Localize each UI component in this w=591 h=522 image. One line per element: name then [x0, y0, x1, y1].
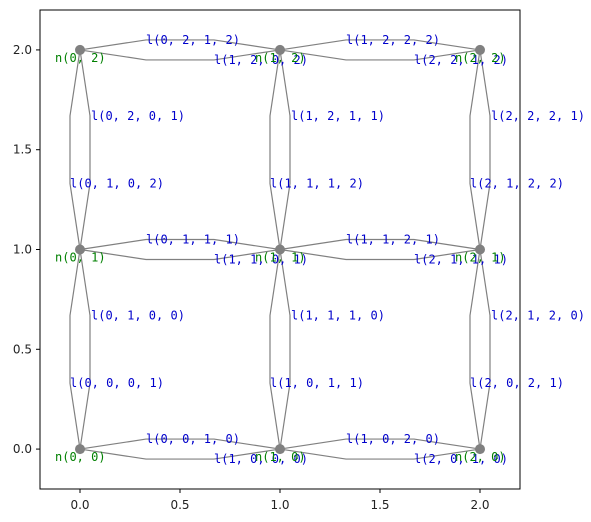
- edge-label: l(1, 1, 1, 2): [270, 177, 364, 191]
- nodes-layer: [75, 44, 485, 455]
- y-tick-label: 0.0: [13, 442, 32, 456]
- ticks-layer: 0.0 0.5 1.0 1.5 2.0 0.0 0.5 1.0 1.5 2.0: [13, 43, 490, 512]
- edge-line: [469, 49, 481, 250]
- edge-label: l(1, 2, 2, 2): [346, 33, 440, 47]
- y-tick-label: 1.0: [13, 243, 32, 257]
- edges-layer: [69, 39, 491, 460]
- node-marker: [275, 444, 285, 455]
- node-label: n(1, 1): [255, 251, 306, 265]
- edge-label: l(1, 2, 1, 1): [291, 109, 385, 123]
- edge-line: [269, 49, 281, 250]
- edge-label: l(1, 1, 2, 1): [346, 233, 440, 247]
- node-marker: [75, 44, 85, 55]
- edge-line: [279, 248, 481, 261]
- node-label: n(1, 2): [255, 51, 306, 65]
- edge-line: [279, 49, 291, 250]
- edge-line: [79, 238, 281, 251]
- node-label: n(2, 0): [455, 450, 506, 464]
- x-tick-label: 1.0: [270, 498, 289, 512]
- edge-label: l(0, 0, 1, 0): [146, 432, 240, 446]
- node-marker: [475, 244, 485, 255]
- edge-line: [269, 249, 281, 450]
- edge-label: l(2, 1, 2, 0): [491, 308, 585, 322]
- y-tick-label: 2.0: [13, 43, 32, 57]
- edge-label: l(1, 0, 2, 0): [346, 432, 440, 446]
- x-tick-label: 2.0: [470, 498, 489, 512]
- node-label: n(2, 1): [455, 251, 506, 265]
- edge-label: l(1, 1, 1, 0): [291, 308, 385, 322]
- edge-line: [69, 49, 81, 250]
- node-label: n(0, 0): [55, 450, 106, 464]
- node-marker: [275, 244, 285, 255]
- edge-line: [279, 438, 481, 450]
- node-marker: [475, 44, 485, 55]
- edge-line: [479, 49, 491, 250]
- edge-label: l(0, 2, 1, 2): [146, 33, 240, 47]
- edge-label: l(0, 1, 0, 0): [91, 308, 185, 322]
- node-label: n(0, 2): [55, 51, 106, 65]
- edge-line: [79, 438, 281, 450]
- node-marker: [475, 444, 485, 455]
- edge-label: l(1, 0, 1, 1): [270, 376, 364, 390]
- labels-layer: l(0, 0, 1, 0) l(1, 0, 0, 0) l(1, 0, 2, 0) l…: [55, 33, 585, 466]
- node-label: n(1, 0): [255, 450, 306, 464]
- edge-label: l(2, 0, 1, 0): [414, 452, 508, 466]
- edge-line: [69, 249, 81, 450]
- edge-line: [79, 249, 91, 450]
- edge-label: l(2, 1, 1, 1): [414, 253, 508, 267]
- edge-line: [79, 448, 281, 460]
- edge-line: [279, 238, 481, 251]
- node-label: n(0, 1): [55, 251, 106, 265]
- edge-line: [79, 39, 281, 51]
- x-tick-label: 1.5: [370, 498, 389, 512]
- edge-line: [279, 448, 481, 460]
- edge-line: [469, 249, 481, 450]
- edge-line: [79, 248, 281, 261]
- node-marker: [75, 444, 85, 455]
- node-marker: [75, 244, 85, 255]
- y-tick-label: 1.5: [13, 143, 32, 157]
- edge-label: l(2, 2, 1, 2): [414, 53, 508, 67]
- edge-label: l(1, 1, 0, 1): [214, 253, 308, 267]
- edge-line: [279, 49, 481, 61]
- edge-label: l(2, 2, 2, 1): [491, 109, 585, 123]
- edge-label: l(1, 0, 0, 0): [214, 452, 308, 466]
- edge-label: l(0, 1, 1, 1): [146, 233, 240, 247]
- node-label: n(2, 2): [455, 51, 506, 65]
- edge-line: [79, 49, 281, 61]
- x-tick-label: 0.5: [170, 498, 189, 512]
- edge-label: l(2, 1, 2, 2): [470, 177, 564, 191]
- edge-line: [79, 49, 91, 250]
- edge-label: l(0, 1, 0, 2): [70, 177, 164, 191]
- edge-line: [479, 249, 491, 450]
- x-tick-label: 0.0: [70, 498, 89, 512]
- edge-label: l(2, 0, 2, 1): [470, 376, 564, 390]
- edge-label: l(0, 2, 0, 1): [91, 109, 185, 123]
- node-marker: [275, 44, 285, 55]
- edge-label: l(0, 0, 0, 1): [70, 376, 164, 390]
- edge-label: l(1, 2, 0, 2): [214, 53, 308, 67]
- edge-line: [279, 39, 481, 51]
- y-tick-label: 0.5: [13, 342, 32, 356]
- edge-line: [279, 249, 291, 450]
